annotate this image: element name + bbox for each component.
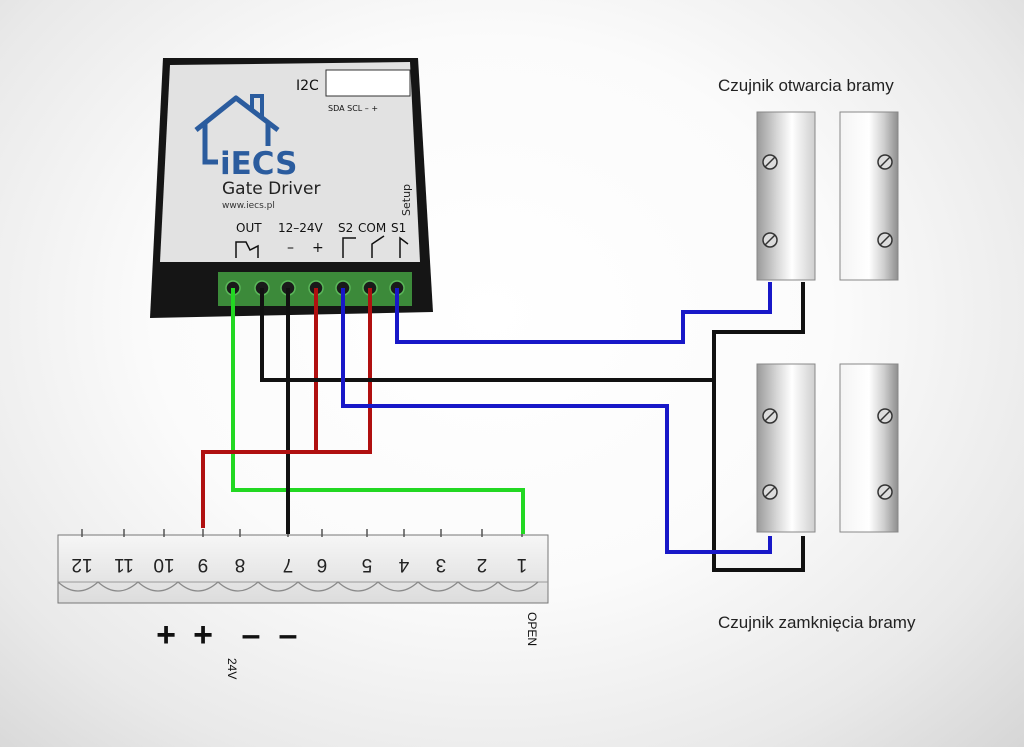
polarity-sign: + [156, 616, 176, 654]
module-label-panel [160, 62, 420, 262]
terminal-ticks [81, 529, 523, 537]
power-minus-label: – [287, 240, 294, 256]
s1-label: S1 [391, 221, 406, 235]
wire-green-open [231, 288, 525, 534]
terminal-number: 11 [114, 554, 134, 575]
s1-symbol [399, 236, 409, 258]
wire-black-open-sensor [712, 282, 805, 380]
wire-black-close-sensor [712, 380, 805, 572]
terminal-number: 4 [398, 554, 409, 575]
terminal-numbers: 12 11 10 9 8 7 6 5 4 3 2 1 [71, 554, 527, 575]
terminal-number: 3 [436, 554, 447, 575]
wire-black-out [260, 288, 714, 382]
terminal-block-ridges [57, 581, 539, 592]
house-icon [194, 94, 280, 165]
wire-blue-s1 [395, 282, 772, 344]
open-sensor [756, 111, 899, 281]
terminal-block-body [57, 534, 549, 604]
terminal-number: 6 [317, 554, 328, 575]
terminal-number: 9 [198, 554, 209, 575]
terminal-signs: ++–– [156, 616, 297, 654]
open-sensor-label: Czujnik otwarcia bramy [718, 76, 894, 95]
power-label: 12–24V [278, 221, 324, 235]
terminal-number: 5 [362, 554, 373, 575]
website-label: www.iecs.pl [222, 201, 275, 211]
close-sensor-magnet [839, 363, 899, 533]
polarity-sign: – [279, 616, 298, 654]
terminal-number: 1 [517, 554, 528, 575]
gate-driver-module: I2C SDA SCL – + iECS Gate Driver www.iec… [150, 58, 433, 318]
wire-blue-s2 [341, 288, 772, 554]
out-label: OUT [236, 221, 262, 235]
model-name: Gate Driver [222, 179, 320, 199]
s2-label: S2 [338, 221, 353, 235]
com-label: COM [358, 221, 386, 235]
setup-label: Setup [400, 184, 413, 216]
polarity-sign: – [242, 616, 261, 654]
terminal-number: 2 [477, 554, 488, 575]
wire-red-power-plus [201, 288, 318, 528]
close-sensor-reed [756, 363, 816, 533]
open-sensor-reed [756, 111, 816, 281]
power-plus-label: + [312, 240, 324, 256]
open-sensor-magnet [839, 111, 899, 281]
terminal-number: 12 [71, 554, 92, 575]
voltage-label: 24V [225, 658, 239, 679]
open-terminal-label: OPEN [525, 612, 539, 646]
i2c-pins-label: SDA SCL – + [328, 104, 378, 113]
s2-symbol [342, 237, 356, 258]
wire-red-com [316, 288, 372, 454]
relay-symbol [235, 241, 259, 258]
close-sensor-label: Czujnik zamknięcia bramy [718, 613, 916, 632]
i2c-label: I2C [296, 78, 319, 94]
polarity-sign: + [193, 616, 213, 654]
terminal-number: 8 [235, 554, 246, 575]
wires [201, 282, 805, 572]
i2c-connector [325, 69, 411, 97]
terminal-number: 10 [153, 554, 174, 575]
com-symbol [371, 235, 385, 258]
brand-logo-text: iECS [220, 146, 297, 182]
close-sensor [756, 363, 899, 533]
terminal-number: 7 [283, 554, 294, 575]
